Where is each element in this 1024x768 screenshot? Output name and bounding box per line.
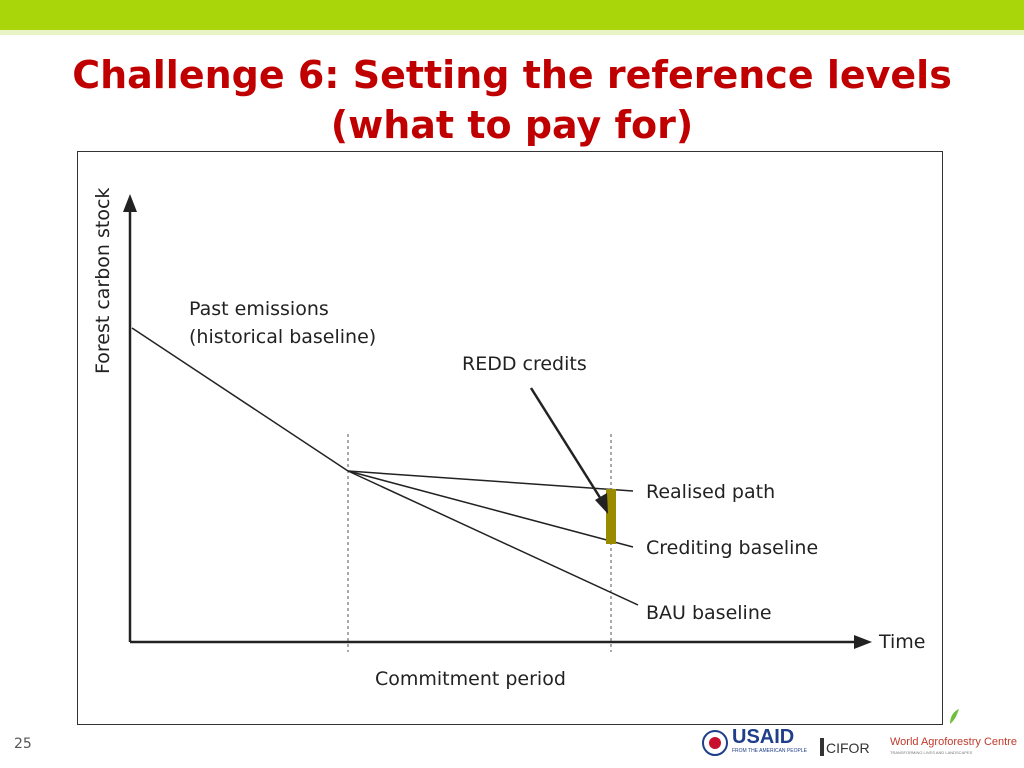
- diagram-canvas: Forest carbon stock Time Past emissions …: [92, 188, 926, 690]
- reference-level-diagram: Forest carbon stock Time Past emissions …: [77, 151, 943, 725]
- realised-path-line: [347, 470, 634, 492]
- leaf-icon: [950, 709, 959, 724]
- usaid-seal-icon: [702, 730, 728, 756]
- redd-credits-arrowhead: [595, 493, 608, 514]
- historical-baseline-line: [131, 327, 349, 472]
- redd-credits-arrow: [529, 387, 606, 505]
- historical-label-line-2: (historical baseline): [189, 326, 376, 348]
- commitment-period-label: Commitment period: [375, 668, 566, 690]
- usaid-logo: USAID: [732, 726, 795, 748]
- top-accent-line: [0, 30, 1024, 35]
- cifor-logo: CIFOR: [826, 740, 870, 756]
- y-axis-label: Forest carbon stock: [92, 188, 114, 374]
- partner-logos: USAID FROM THE AMERICAN PEOPLE CIFOR Wor…: [698, 726, 1018, 764]
- x-axis-arrow: [854, 635, 872, 649]
- redd-credits-label: REDD credits: [462, 353, 587, 375]
- title-line-1: Challenge 6: Setting the reference level…: [72, 53, 952, 97]
- usaid-tagline: FROM THE AMERICAN PEOPLE: [732, 748, 807, 754]
- historical-label-line-1: Past emissions: [189, 298, 329, 320]
- redd-credits-bar: [606, 489, 616, 544]
- crediting-baseline-label: Crediting baseline: [646, 537, 818, 559]
- slide-title: Challenge 6: Setting the reference level…: [20, 50, 1004, 150]
- bau-baseline-label: BAU baseline: [646, 602, 772, 624]
- cifor-mark-icon: [820, 738, 824, 756]
- world-agroforestry-logo: World Agroforestry Centre: [890, 736, 1017, 748]
- y-axis-arrow: [123, 194, 137, 212]
- crediting-baseline-line: [347, 470, 634, 548]
- realised-path-label: Realised path: [646, 481, 775, 503]
- top-accent-bar: [0, 0, 1024, 30]
- page-number: 25: [14, 736, 32, 752]
- x-axis-label: Time: [878, 631, 926, 653]
- title-line-2: (what to pay for): [330, 103, 694, 147]
- bau-baseline-line: [347, 470, 639, 606]
- world-agroforestry-tagline: TRANSFORMING LIVES AND LANDSCAPES: [890, 750, 973, 755]
